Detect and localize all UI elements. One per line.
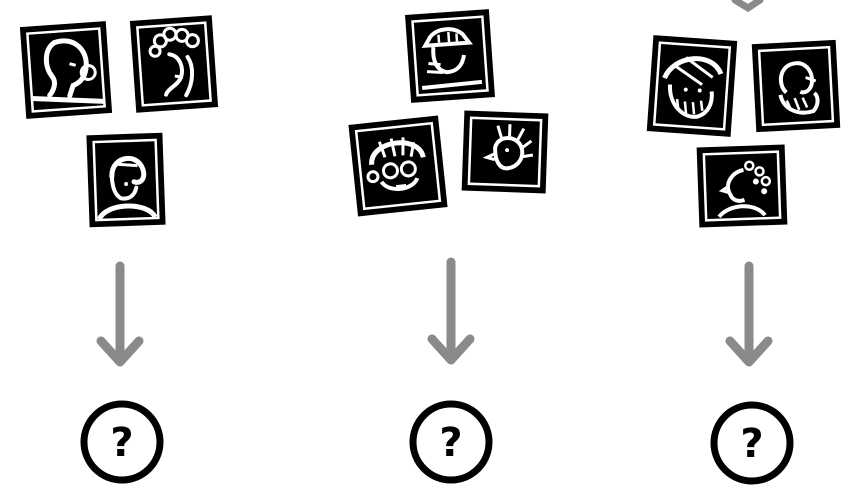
question-mark-icon: ? — [80, 400, 164, 484]
portrait-woman-with-glasses — [348, 115, 448, 217]
portrait-man-with-hat — [405, 9, 495, 103]
portrait-spiky-hair-profile — [461, 110, 549, 194]
group-middle: ? — [348, 9, 549, 484]
group-right: ? — [646, 35, 841, 485]
down-arrow-icon — [725, 261, 773, 367]
portrait-bearded-man-hat — [646, 35, 738, 137]
portrait-bearded-man-profile — [751, 39, 841, 133]
group-left: ? — [19, 15, 219, 484]
portrait-curly-hair-woman-profile — [696, 144, 788, 228]
cropped-arrow-tip — [731, 0, 764, 13]
down-arrow-icon — [96, 261, 144, 367]
question-symbol: ? — [110, 420, 133, 466]
question-symbol: ? — [439, 420, 462, 466]
portrait-man-profile-glasses — [19, 21, 113, 119]
question-mark-icon: ? — [710, 401, 794, 485]
down-arrow-icon — [427, 257, 475, 365]
portrait-curly-hair-profile — [129, 15, 219, 113]
portrait-woman-bob-hair — [86, 132, 166, 228]
question-symbol: ? — [740, 421, 763, 467]
question-mark-icon: ? — [409, 400, 493, 484]
